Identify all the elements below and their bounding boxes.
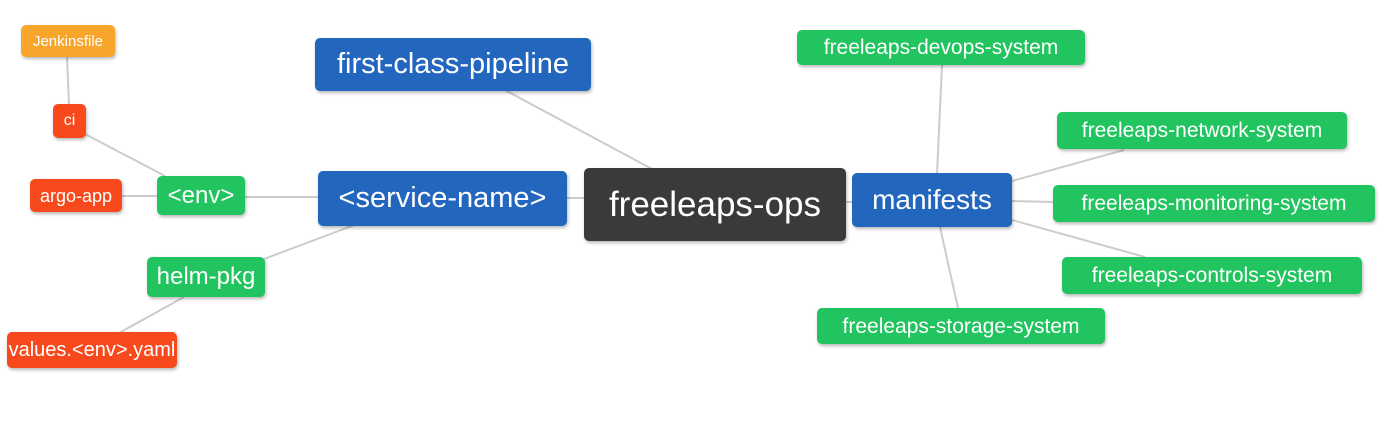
node-freeleaps-monitoring-system[interactable]: freeleaps-monitoring-system (1053, 185, 1375, 222)
node-ci-label: ci (63, 112, 76, 129)
edge-values-helm-pkg (118, 296, 185, 334)
node-first-class-pipeline-label: first-class-pipeline (336, 48, 570, 80)
node-freeleaps-controls-system-label: freeleaps-controls-system (1091, 264, 1333, 287)
node-env[interactable]: <env> (157, 176, 245, 215)
node-argo-app-label: argo-app (39, 185, 113, 206)
node-first-class-pipeline[interactable]: first-class-pipeline (315, 38, 591, 91)
node-jenkinsfile[interactable]: Jenkinsfile (21, 25, 115, 57)
node-jenkinsfile-label: Jenkinsfile (32, 32, 104, 50)
node-freeleaps-network-system-label: freeleaps-network-system (1081, 119, 1323, 142)
edge-pipeline-ops (502, 88, 653, 170)
node-service-name-label: <service-name> (338, 182, 547, 214)
node-freeleaps-storage-system-label: freeleaps-storage-system (842, 314, 1080, 338)
node-freeleaps-controls-system[interactable]: freeleaps-controls-system (1062, 257, 1362, 294)
edge-manifests-network (1011, 149, 1125, 182)
node-ci[interactable]: ci (53, 104, 86, 138)
node-freeleaps-storage-system[interactable]: freeleaps-storage-system (817, 308, 1105, 344)
node-env-label: <env> (167, 181, 235, 209)
node-helm-pkg-label: helm-pkg (156, 263, 256, 290)
node-manifests-label: manifests (872, 184, 992, 215)
edge-manifests-storage (939, 226, 959, 309)
edge-manifests-devops (936, 64, 943, 175)
edge-manifests-monitoring (1011, 200, 1054, 203)
node-freeleaps-ops-label: freeleaps-ops (608, 185, 822, 224)
node-freeleaps-devops-system-label: freeleaps-devops-system (823, 36, 1059, 59)
edge-ci-env (84, 133, 166, 177)
node-freeleaps-devops-system[interactable]: freeleaps-devops-system (797, 30, 1085, 65)
node-argo-app[interactable]: argo-app (30, 179, 122, 212)
node-helm-pkg[interactable]: helm-pkg (147, 257, 265, 297)
node-freeleaps-network-system[interactable]: freeleaps-network-system (1057, 112, 1347, 149)
edge-jenkinsfile-ci (66, 56, 70, 105)
node-service-name[interactable]: <service-name> (318, 171, 567, 226)
node-freeleaps-ops-root[interactable]: freeleaps-ops (584, 168, 846, 241)
edge-helm-pkg-service-name (263, 223, 358, 260)
node-values-env-yaml[interactable]: values.<env>.yaml (7, 332, 177, 368)
node-freeleaps-monitoring-system-label: freeleaps-monitoring-system (1081, 192, 1347, 215)
node-values-env-yaml-label: values.<env>.yaml (8, 339, 176, 361)
node-manifests[interactable]: manifests (852, 173, 1012, 227)
edge-manifests-controls (1011, 219, 1146, 258)
